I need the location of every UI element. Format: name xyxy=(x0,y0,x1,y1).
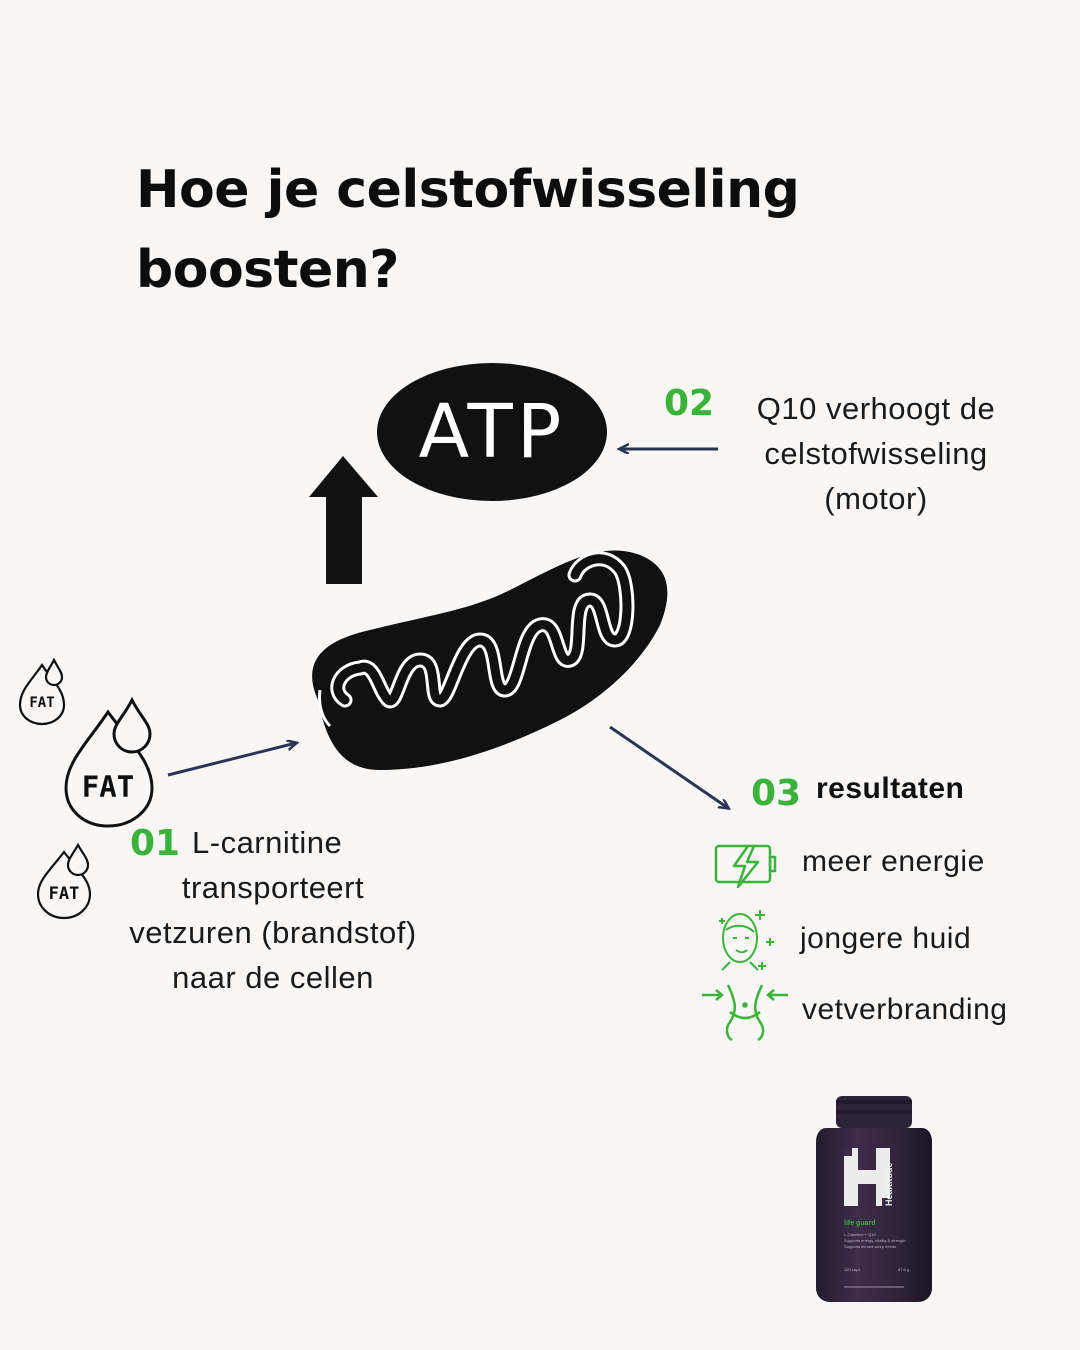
fat-label-small-top: FAT xyxy=(29,695,55,711)
step-01-line-2: transporteert xyxy=(181,870,365,905)
step-01-text: transporteert vetzuren (brandstof) naar … xyxy=(108,865,438,1000)
face-sparkle-icon xyxy=(719,910,774,971)
fat-label-large: FAT xyxy=(81,770,135,804)
atp-label: ATP xyxy=(418,389,566,475)
up-arrow-icon xyxy=(309,456,378,584)
arrow-fat-to-cell xyxy=(167,743,296,777)
fat-drop-small-bottom-icon xyxy=(36,842,92,920)
step-02-line-3: (motor) xyxy=(824,481,928,516)
product-features: L-Carnitine + Q10 Supports energy, vital… xyxy=(844,1232,930,1250)
result-skin: jongere huid xyxy=(800,922,972,955)
result-energy: meer energie xyxy=(802,845,985,878)
title-line-2: boosten? xyxy=(136,240,399,300)
fat-drop-small-top-icon xyxy=(18,657,66,726)
step-03-number: 03 xyxy=(751,773,802,814)
product-feature-2: Supports energy, vitality & strength xyxy=(844,1238,906,1243)
step-01-line-3: vetzuren (brandstof) xyxy=(129,915,417,950)
battery-bolt-icon xyxy=(714,844,777,889)
product-brand: Healtitude xyxy=(884,1162,894,1206)
title-line-1: Hoe je celstofwisseling xyxy=(136,160,800,220)
step-01-number: 01 xyxy=(130,823,181,864)
fat-drop-large-icon xyxy=(64,696,154,828)
product-feature-1: L-Carnitine + Q10 xyxy=(844,1232,876,1237)
result-fat-burning: vetverbranding xyxy=(802,993,1008,1026)
atp-badge xyxy=(377,363,607,501)
fat-label-small-bottom: FAT xyxy=(48,884,80,904)
arrow-cell-to-results xyxy=(609,725,728,808)
product-bottle xyxy=(816,1096,932,1302)
step-03-heading: resultaten xyxy=(816,772,965,805)
step-02-line-1: Q10 verhoogt de xyxy=(756,391,996,426)
page-title: Hoe je celstofwisseling boosten? xyxy=(136,150,896,310)
step-01-line-4: naar de cellen xyxy=(172,960,374,995)
mitochondrion-icon xyxy=(312,550,668,770)
product-weight: 87.6 g xyxy=(898,1267,910,1272)
step-02-number: 02 xyxy=(664,383,715,424)
step-01-line-1: L-carnitine xyxy=(192,825,343,860)
brand-logo-icon xyxy=(844,1148,890,1206)
product-size: 120 caps xyxy=(844,1267,861,1272)
step-02-text: Q10 verhoogt de celstofwisseling (motor) xyxy=(740,386,1012,521)
product-feature-3: Supports fat and sleep needs xyxy=(844,1244,897,1249)
step-02-line-2: celstofwisseling xyxy=(764,436,988,471)
product-name: life guard xyxy=(844,1220,876,1227)
waist-slim-icon xyxy=(702,984,788,1042)
